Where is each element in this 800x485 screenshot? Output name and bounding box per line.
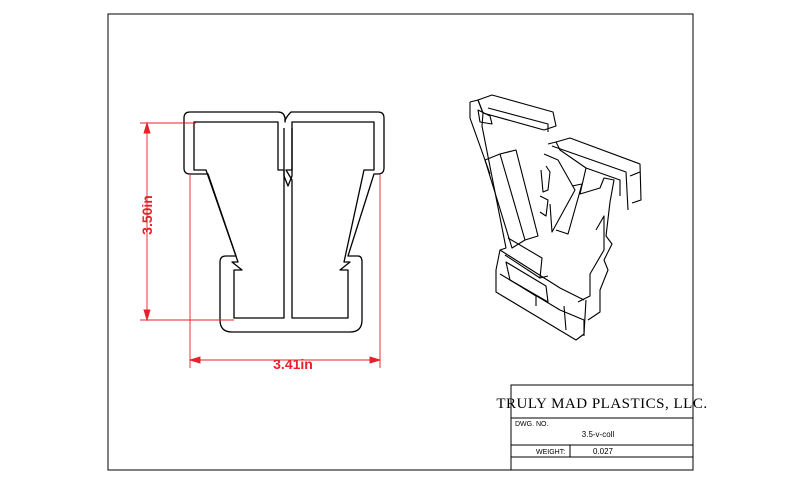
dwg-no-value: 3.5-v-coll [582,430,615,439]
isometric-view [469,94,642,341]
front-view-y-outline [183,111,385,333]
title-block [510,384,694,471]
height-dimension-label: 3.50in [139,195,155,235]
weight-label: WEIGHT: [536,449,565,456]
inner-left-contour [193,121,285,319]
outer-contour [183,111,385,333]
dwg-no-label: DWG. NO. [515,421,548,428]
width-dimension-label: 3.41in [273,356,313,372]
inner-right-contour [285,121,375,319]
company-name: TRULY MAD PLASTICS, LLC. [496,396,707,412]
dimension-lines [140,121,382,368]
drawing-frame [107,13,694,471]
center-slot [283,128,293,187]
weight-value: 0.027 [593,447,614,456]
